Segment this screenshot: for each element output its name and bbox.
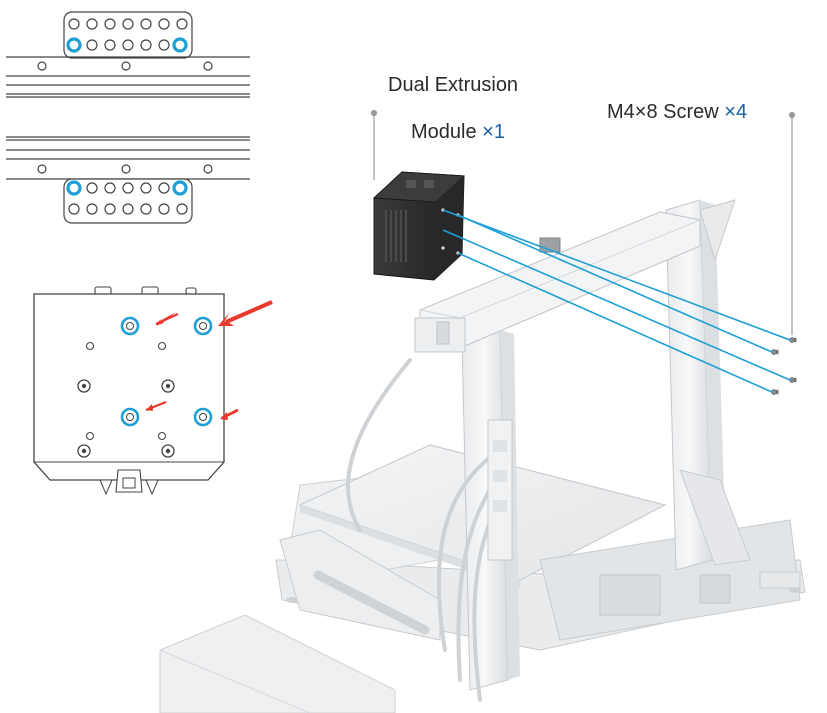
mounting-holes: [120, 316, 213, 427]
module-quantity: ×1: [482, 121, 505, 143]
module-label-text: Module: [411, 121, 477, 143]
m4x8-screws: [770, 337, 797, 395]
printer-frame: [159, 199, 806, 713]
highlight-hole: [66, 37, 82, 53]
highlight-hole: [66, 180, 82, 196]
screw-label-text: M4×8 Screw: [607, 101, 719, 123]
module-label-line1: Dual Extrusion: [388, 74, 519, 96]
dual-extrusion-module: [373, 171, 465, 281]
callout-leader: [370, 109, 796, 335]
highlight-hole: [172, 37, 188, 53]
highlight-hole: [172, 180, 188, 196]
red-arrow-icon: [145, 300, 273, 420]
carriage-plate-top: [63, 11, 193, 59]
module-label-line2: Module ×1: [411, 121, 505, 144]
module-back-detail: [33, 286, 273, 496]
alignment-lines: [442, 209, 791, 393]
rail-plate-detail: [6, 11, 250, 224]
screw-label: M4×8 Screw ×4: [607, 101, 747, 124]
screw-quantity: ×4: [724, 101, 748, 123]
